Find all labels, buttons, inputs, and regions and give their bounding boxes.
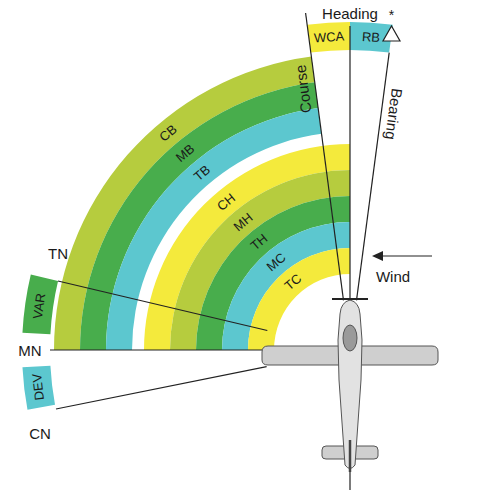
north-label: TN	[48, 246, 68, 261]
band-fill	[144, 144, 350, 350]
band-fill	[80, 82, 318, 350]
band-fill	[222, 222, 350, 350]
band-fill	[22, 366, 55, 410]
heading-label: Heading	[322, 6, 378, 21]
true-north-line	[58, 281, 267, 331]
band-label: CH	[215, 191, 238, 213]
vertical-fin	[349, 440, 352, 472]
bearing-line	[357, 53, 390, 301]
magnetic-north-line	[50, 349, 265, 350]
bearing-label: Bearing	[383, 87, 405, 140]
wind-arrow-shaft	[380, 255, 432, 256]
band-label: WCA	[314, 29, 345, 44]
band-label: MC	[264, 250, 288, 273]
airplane	[262, 299, 438, 472]
propeller	[332, 298, 368, 300]
band-fill	[22, 275, 58, 335]
landmark-triangle	[383, 26, 400, 41]
band-fill	[54, 57, 315, 350]
band-label: RB	[361, 30, 380, 44]
band-label: TC	[282, 271, 304, 292]
north-label: MN	[18, 343, 41, 358]
canopy	[343, 325, 357, 351]
course-label: Course	[292, 64, 313, 114]
band-fill	[196, 196, 350, 350]
band-label: MH	[231, 211, 255, 234]
band-label: TB	[191, 163, 212, 184]
band-fill	[106, 108, 322, 350]
asterisk: *	[389, 8, 394, 22]
north-label: CN	[29, 426, 51, 441]
course-line	[306, 13, 344, 300]
band-label: CB	[157, 122, 179, 144]
band-label: MB	[173, 142, 196, 164]
band-label: VAR	[31, 293, 47, 320]
band-label: TH	[249, 231, 271, 252]
wind-label: Wind	[376, 269, 410, 284]
band-label: DEV	[30, 373, 46, 401]
compass-north-line	[56, 367, 267, 409]
wind-arrowhead	[372, 251, 383, 261]
band-fill	[307, 22, 350, 53]
band-fill	[170, 170, 350, 350]
